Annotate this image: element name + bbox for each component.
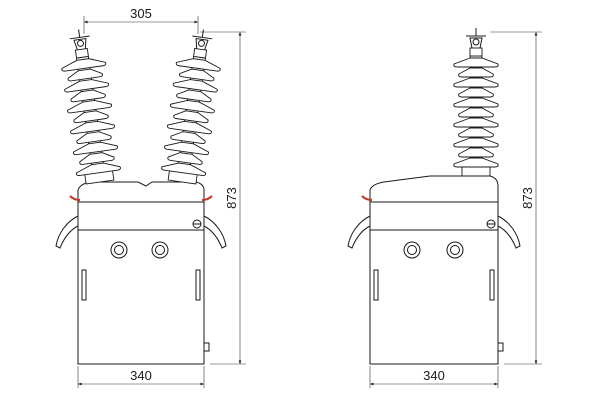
insulator-shed: [67, 68, 103, 82]
insulator-shed: [79, 152, 115, 165]
terminal-port-1: [110, 241, 128, 259]
insulator-shed: [169, 99, 215, 114]
insulator-shed: [73, 141, 118, 156]
insulator-shed: [453, 157, 499, 168]
drain-valve: [203, 342, 210, 352]
top-cover: [77, 181, 205, 231]
insulator-shed: [164, 141, 209, 156]
bushing-left: [61, 29, 121, 185]
side-handle-left-side: [373, 269, 379, 301]
side-handle-right: [195, 269, 201, 301]
insulator-shed: [166, 120, 212, 135]
insulator-shed: [170, 131, 206, 144]
insulator-shed: [75, 162, 121, 176]
dimension-height-left: 873: [200, 31, 246, 365]
side-handle-left: [81, 269, 87, 301]
dimension-width-right: 340: [369, 366, 499, 388]
tank-body: [77, 229, 205, 365]
insulator-shed: [453, 77, 499, 88]
bushing-spacing-label: 305: [130, 6, 152, 21]
insulator-shed: [172, 79, 218, 93]
gasket-side: [361, 195, 373, 202]
front-view: 305 340 873: [55, 6, 246, 388]
insulator-shed: [64, 79, 110, 93]
insulator-shed: [73, 110, 109, 124]
gasket-left: [69, 195, 81, 202]
insulator-shed: [458, 107, 494, 118]
insulator-shed: [175, 58, 221, 72]
insulator-shed: [458, 147, 494, 158]
insulator-shed: [173, 110, 209, 124]
tank-body-side: [369, 229, 499, 365]
insulator-shed: [458, 67, 494, 78]
terminal-port-side-1: [403, 241, 421, 259]
bushing-right: [161, 29, 221, 185]
lifting-ear-left: [55, 215, 79, 249]
width-label-right: 340: [423, 368, 445, 383]
bushing-side: [453, 28, 499, 177]
top-cover-side: [369, 175, 499, 231]
height-label-right: 873: [520, 187, 535, 209]
insulator-shed: [453, 97, 499, 108]
lifting-ear-right-side: [497, 215, 521, 249]
insulator-shed: [458, 87, 494, 98]
dimension-bushing-spacing: 305: [83, 6, 199, 34]
dimension-width-left: 340: [77, 366, 205, 388]
gasket-right: [201, 195, 213, 202]
lifting-ear-right: [203, 215, 227, 249]
insulator-shed: [161, 162, 207, 176]
side-handle-right-side: [489, 269, 495, 301]
insulator-shed: [67, 99, 113, 114]
insulator-shed: [453, 57, 499, 68]
insulator-shed: [453, 117, 499, 128]
drain-valve-side: [497, 342, 504, 352]
lifting-ear-left-side: [347, 215, 371, 249]
insulator-shed: [453, 137, 499, 148]
width-label-left: 340: [130, 368, 152, 383]
insulator-shed: [61, 58, 107, 72]
insulator-shed: [176, 89, 212, 103]
height-label-left: 873: [224, 187, 239, 209]
dimension-height-right: 873: [490, 31, 542, 365]
insulator-shed: [458, 127, 494, 138]
insulator-shed: [70, 89, 106, 103]
side-view: 340 873: [347, 28, 542, 388]
insulator-shed: [70, 120, 116, 135]
terminal-port-2: [151, 241, 169, 259]
insulator-shed: [76, 131, 112, 144]
insulator-shed: [167, 152, 203, 165]
insulator-shed: [179, 68, 215, 82]
terminal-port-side-2: [446, 241, 464, 259]
